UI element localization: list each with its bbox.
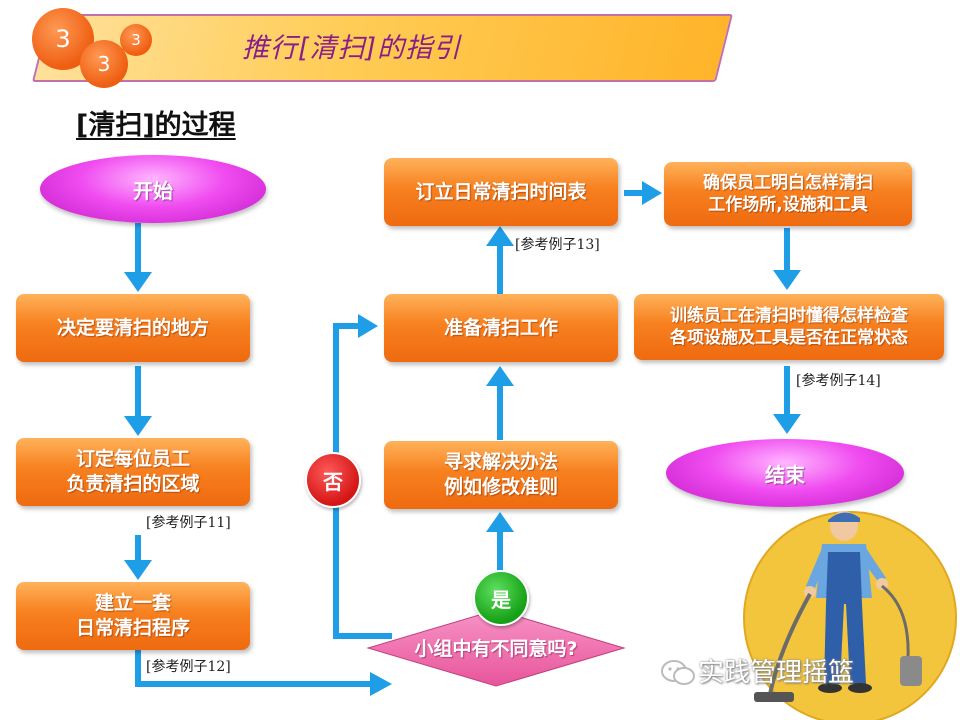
arrowhead bbox=[486, 366, 514, 386]
decide-area-box: 决定要清扫的地方 bbox=[16, 294, 250, 362]
reference-11: [参考例子11] bbox=[146, 512, 231, 532]
arrowhead bbox=[358, 314, 378, 338]
arrowhead bbox=[124, 416, 152, 436]
watermark-text: 实践管理摇篮 bbox=[698, 652, 854, 689]
prepare-box: 准备清扫工作 bbox=[384, 294, 618, 362]
arrowhead bbox=[124, 272, 152, 292]
arrowhead bbox=[773, 270, 801, 290]
yes-badge: 是 bbox=[473, 570, 529, 626]
assign-area-box: 订定每位员工 负责清扫的区域 bbox=[16, 438, 250, 506]
solve-box: 寻求解决办法 例如修改准则 bbox=[384, 441, 618, 509]
arrowhead bbox=[486, 226, 514, 246]
ensure-box: 确保员工明白怎样清扫 工作场所,设施和工具 bbox=[664, 162, 912, 226]
end-node: 结束 bbox=[666, 439, 904, 507]
reference-14: [参考例子14] bbox=[796, 370, 881, 390]
start-node: 开始 bbox=[40, 155, 266, 223]
procedure-box: 建立一套 日常清扫程序 bbox=[16, 582, 250, 650]
wechat-icon bbox=[660, 658, 696, 688]
arrowhead bbox=[486, 512, 514, 532]
reference-13: [参考例子13] bbox=[515, 234, 600, 254]
question-text: 小组中有不同意吗? bbox=[376, 634, 616, 661]
train-box: 训练员工在清扫时懂得怎样检查 各项设施及工具是否在正常状态 bbox=[634, 294, 944, 360]
arrowhead bbox=[642, 181, 662, 205]
arrowhead bbox=[773, 414, 801, 434]
arrowhead bbox=[124, 560, 152, 580]
schedule-box: 订立日常清扫时间表 bbox=[384, 158, 618, 226]
reference-12: [参考例子12] bbox=[146, 656, 231, 676]
no-badge: 否 bbox=[305, 452, 361, 508]
